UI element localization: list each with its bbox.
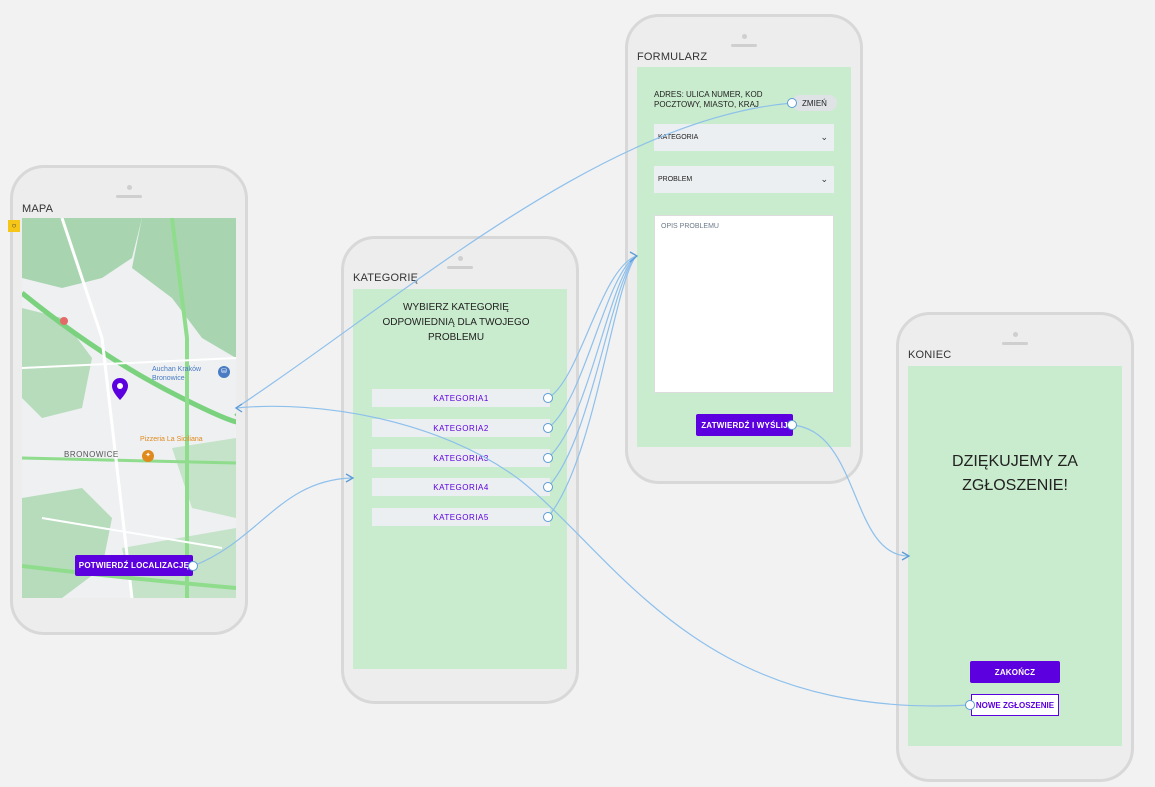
connector-confirm-location[interactable] bbox=[188, 561, 198, 571]
connector-category-1[interactable] bbox=[543, 393, 553, 403]
categories-screen: WYBIERZ KATEGORIĘ ODPOWIEDNIĄ DLA TWOJEG… bbox=[353, 289, 567, 669]
frame-label-koniec: KONIEC bbox=[908, 349, 952, 361]
speaker bbox=[116, 195, 142, 198]
confirm-location-button[interactable]: POTWIERDŹ LOCALIZACJĘ bbox=[75, 555, 193, 576]
camera bbox=[458, 256, 463, 261]
address-text: ADRES: ULICA NUMER, KOD POCZTOWY, MIASTO… bbox=[654, 90, 763, 109]
category-item-1[interactable]: KATEGORIA1 bbox=[372, 389, 550, 407]
description-textarea[interactable]: OPIS PROBLEMU bbox=[654, 215, 834, 393]
category-item-4[interactable]: KATEGORIA4 bbox=[372, 478, 550, 496]
category-select-value: KATEGORIA bbox=[658, 134, 699, 141]
category-item-3[interactable]: KATEGORIA3 bbox=[372, 449, 550, 467]
change-address-button[interactable]: ZMIEŃ bbox=[792, 95, 837, 111]
frame-label-mapa: MAPA bbox=[22, 203, 54, 215]
camera bbox=[742, 34, 747, 39]
connector-new-report[interactable] bbox=[965, 700, 975, 710]
frame-label-formularz: FORMULARZ bbox=[637, 51, 708, 63]
map-view[interactable]: Auchan Kraków Bronowice Pizzeria La Sici… bbox=[22, 218, 236, 598]
map-label-pizzeria: Pizzeria La Siciliana bbox=[140, 436, 203, 443]
map-label-auchan: Auchan Kraków Bronowice bbox=[152, 366, 202, 382]
restaurant-pin-icon[interactable]: ✦ bbox=[142, 450, 154, 462]
new-report-button[interactable]: NOWE ZGŁOSZENIE bbox=[971, 694, 1059, 716]
connector-category-3[interactable] bbox=[543, 453, 553, 463]
problem-select[interactable]: PROBLEM ⌄ bbox=[654, 166, 834, 193]
frame-badge: ○ bbox=[8, 220, 20, 232]
map-label-district: BRONOWICE bbox=[64, 450, 119, 459]
category-item-2[interactable]: KATEGORIA2 bbox=[372, 419, 550, 437]
form-screen: ADRES: ULICA NUMER, KOD POCZTOWY, MIASTO… bbox=[637, 67, 851, 447]
frame-label-kategorie: KATEGORIĘ bbox=[353, 272, 419, 284]
chevron-down-icon: ⌄ bbox=[820, 174, 828, 184]
location-pin-icon[interactable] bbox=[112, 378, 128, 400]
finish-button[interactable]: ZAKOŃCZ bbox=[970, 661, 1060, 683]
map-tiles bbox=[22, 218, 236, 598]
camera bbox=[127, 185, 132, 190]
category-item-5[interactable]: KATEGORIA5 bbox=[372, 508, 550, 526]
thanks-heading: DZIĘKUJEMY ZA ZGŁOSZENIE! bbox=[952, 453, 1078, 494]
connector-category-5[interactable] bbox=[543, 512, 553, 522]
connector-submit[interactable] bbox=[787, 420, 797, 430]
camera bbox=[1013, 332, 1018, 337]
problem-select-value: PROBLEM bbox=[658, 176, 693, 183]
end-screen: DZIĘKUJEMY ZA ZGŁOSZENIE! ZAKOŃCZ NOWE Z… bbox=[908, 366, 1122, 746]
shopping-pin-icon[interactable]: ⛁ bbox=[218, 366, 230, 378]
speaker bbox=[447, 266, 473, 269]
speaker bbox=[1002, 342, 1028, 345]
category-select[interactable]: KATEGORIA ⌄ bbox=[654, 124, 834, 151]
chevron-down-icon: ⌄ bbox=[820, 132, 828, 142]
connector-category-2[interactable] bbox=[543, 423, 553, 433]
connector-change-address[interactable] bbox=[787, 98, 797, 108]
connector-category-4[interactable] bbox=[543, 482, 553, 492]
speaker bbox=[731, 44, 757, 47]
submit-button[interactable]: ZATWIERDŹ I WYŚLIJ bbox=[696, 414, 793, 436]
categories-heading: WYBIERZ KATEGORIĘ ODPOWIEDNIĄ DLA TWOJEG… bbox=[382, 302, 530, 343]
